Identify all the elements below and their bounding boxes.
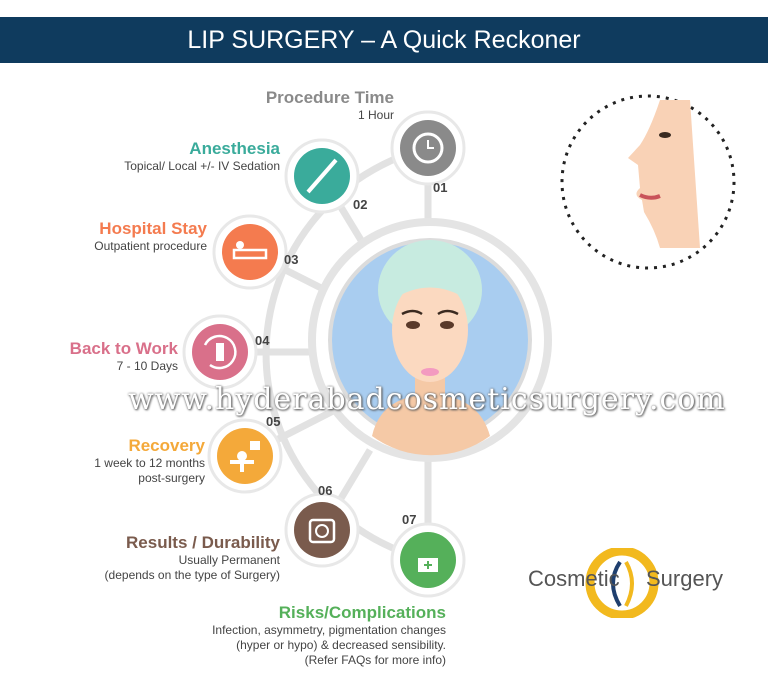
step-nodes [182,110,466,598]
step-number: 01 [433,180,448,195]
side-profile-illustration [628,100,700,248]
node-01 [390,110,466,186]
step-number: 04 [255,333,270,348]
person-return-icon [203,334,237,370]
brand-logo: Cosmetic Surgery [528,548,723,618]
watermark: www.hyderabadcosmeticsurgery.com [128,382,726,417]
woman-face-illustration [372,240,490,456]
step-number: 07 [402,512,417,527]
node-07 [390,522,466,598]
step-number: 06 [318,483,333,498]
medical-kit-icon [308,518,336,544]
profile-dashed-circle [560,94,736,270]
syringe-icon [306,158,338,194]
step-number: 02 [353,197,368,212]
step-number: 03 [284,252,299,267]
step-number: 05 [266,414,281,429]
node-06 [284,492,360,568]
clock-icon [412,132,444,164]
node-03 [212,214,288,290]
node-02 [284,138,360,214]
node-04 [182,314,258,390]
hospital-bed-icon [232,248,268,260]
node-05 [207,418,283,494]
page-title: LIP SURGERY – A Quick Reckoner [0,17,768,63]
recovery-calendar-icon [237,451,247,461]
